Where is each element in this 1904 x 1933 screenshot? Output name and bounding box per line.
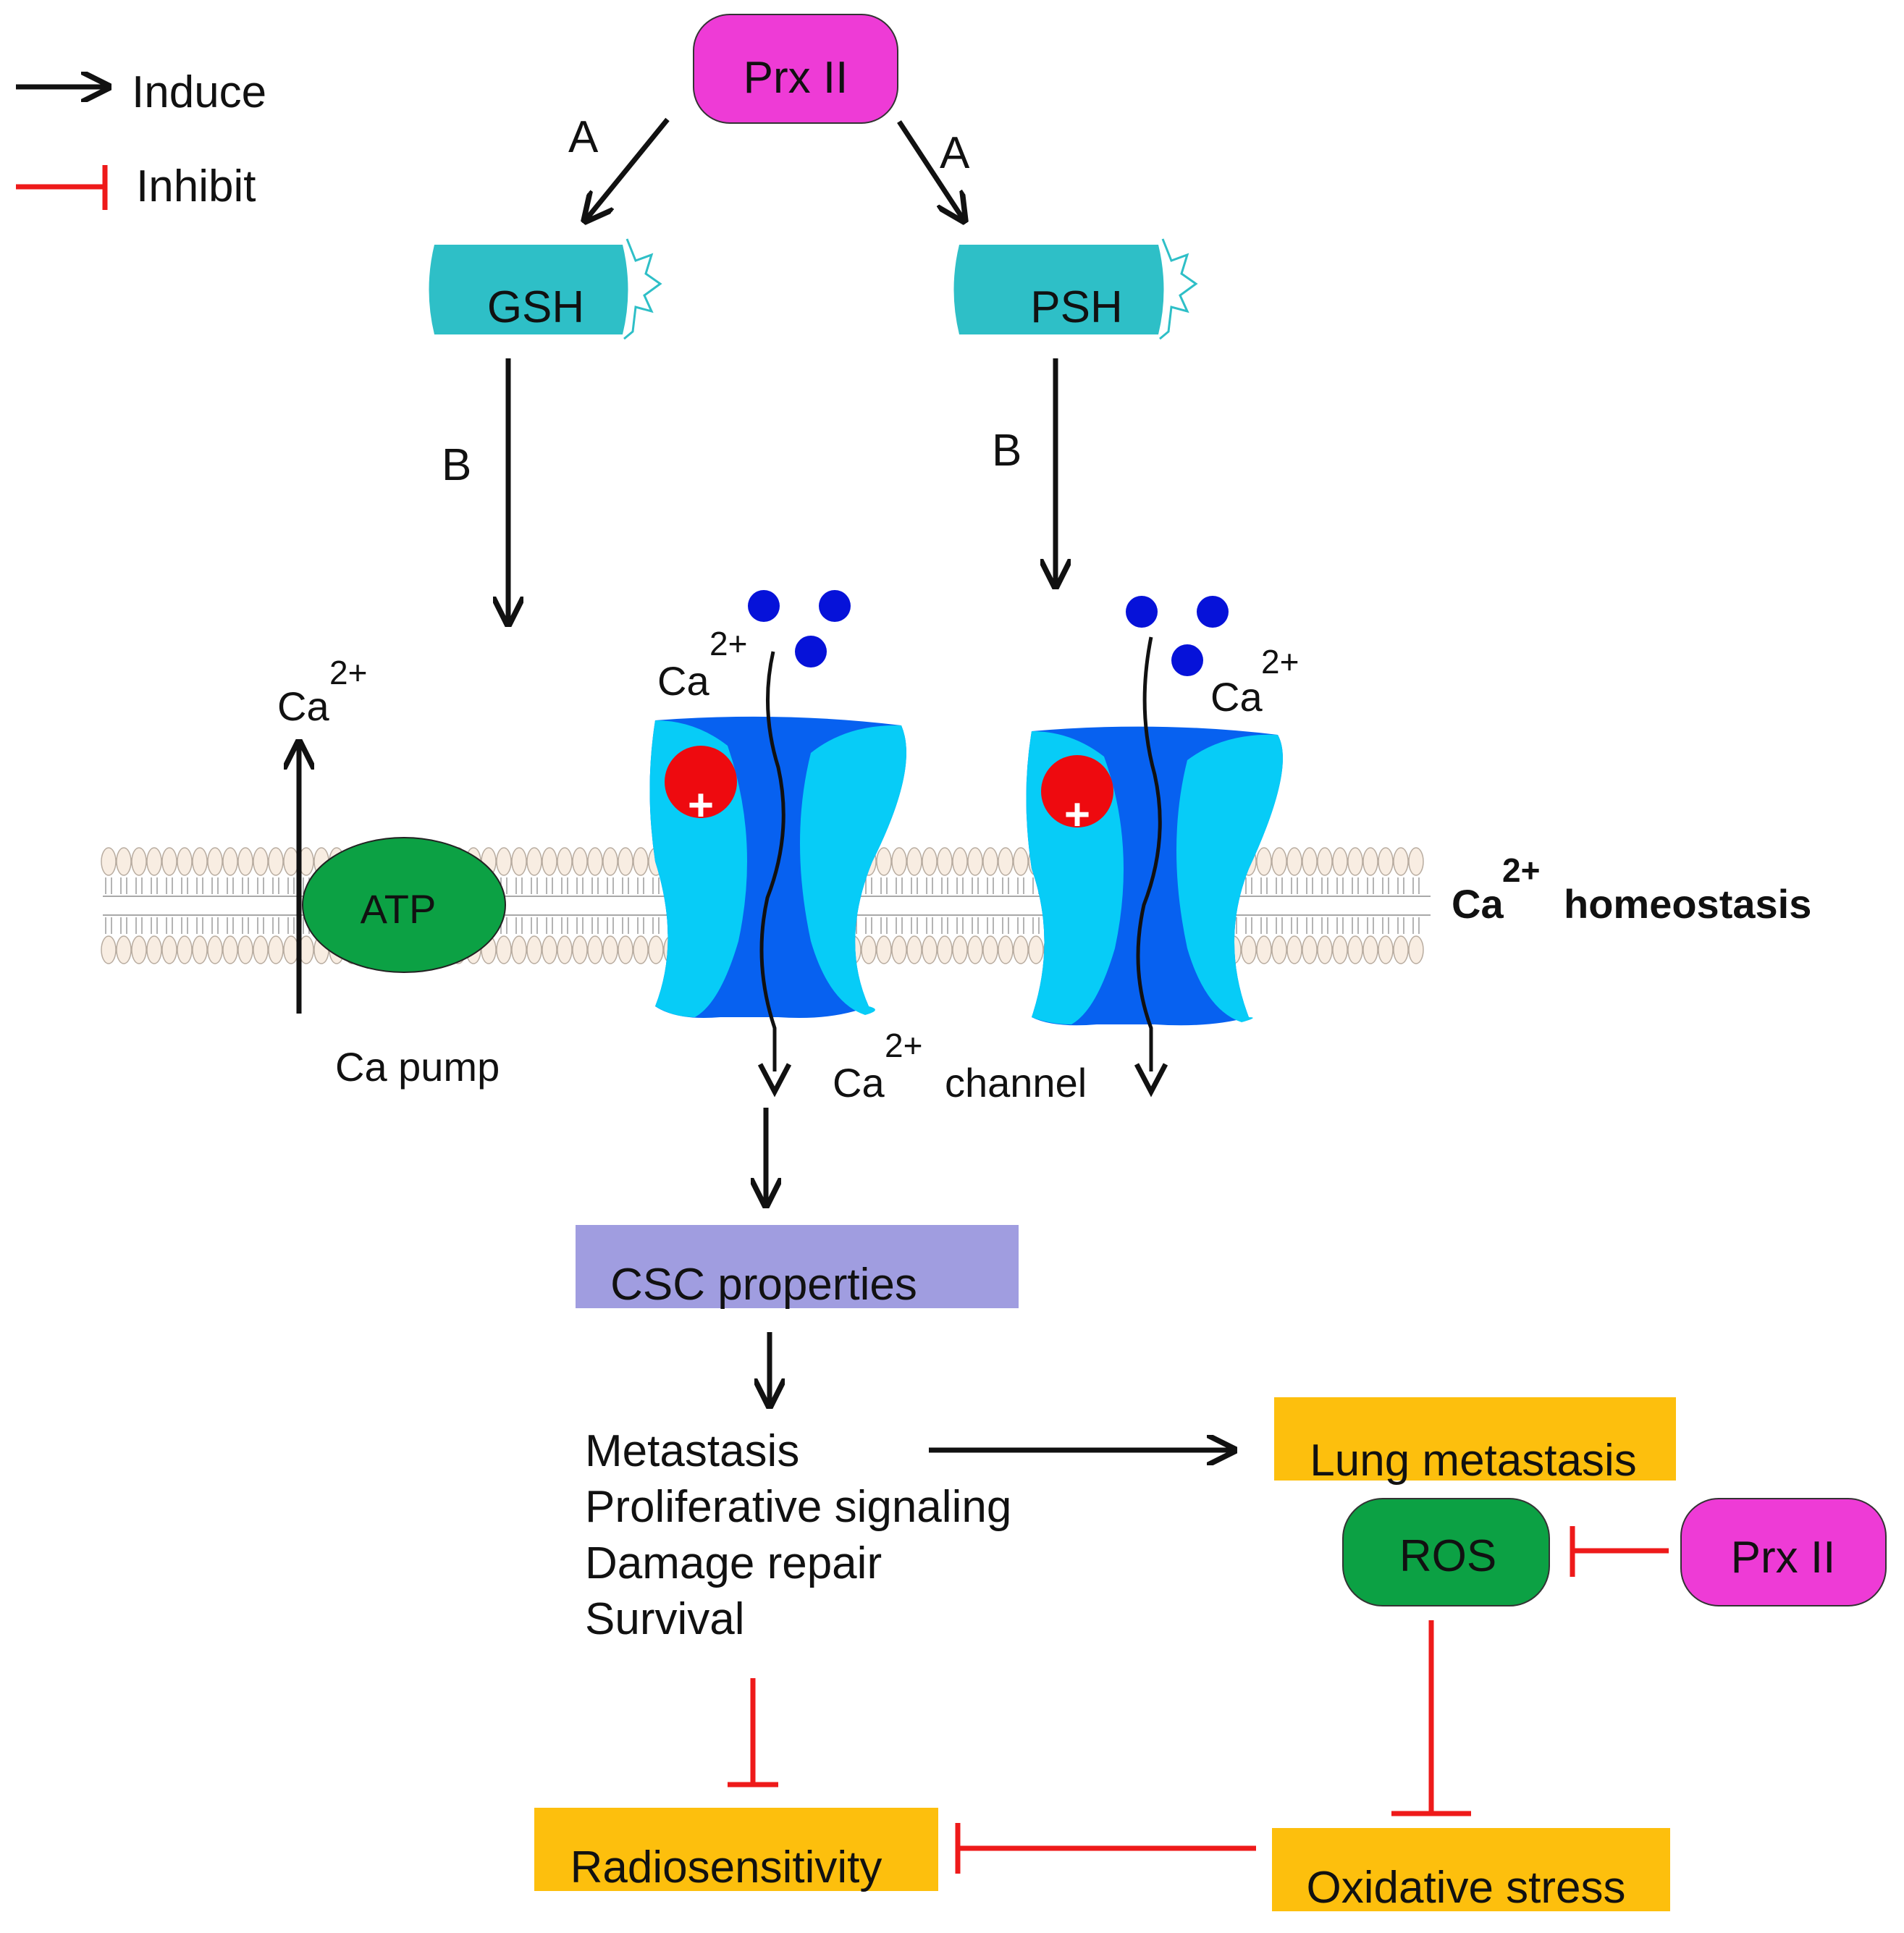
ca-ion-label-left: Ca 2+	[657, 625, 747, 704]
positive-charge-icon-left	[665, 746, 737, 818]
svg-text:Lung metastasis: Lung metastasis	[1310, 1436, 1636, 1486]
lung-metastasis-box: Lung metastasis	[1274, 1397, 1676, 1486]
edge-label-b-right: B	[992, 426, 1021, 476]
svg-text:channel: channel	[945, 1060, 1087, 1106]
psh-node: PSH	[953, 238, 1198, 340]
svg-text:ROS: ROS	[1399, 1531, 1496, 1581]
svg-text:2+: 2+	[1261, 643, 1299, 681]
svg-text:2+: 2+	[709, 625, 747, 662]
ros-node: ROS	[1342, 1498, 1550, 1606]
ca-ion-label-pump: Ca 2+	[277, 654, 367, 729]
outcome-list: Metastasis Proliferative signaling Damag…	[585, 1426, 1011, 1644]
ca-channel-left: +	[649, 651, 906, 1098]
legend: Induce Inhibit	[16, 67, 266, 211]
svg-text:2+: 2+	[885, 1027, 922, 1064]
svg-text:+: +	[688, 780, 714, 830]
prx-ii-node-right: Prx II	[1680, 1498, 1887, 1606]
atp-node: ATP	[302, 837, 506, 973]
psh-burst-icon	[1159, 238, 1198, 340]
svg-text:Ca: Ca	[1210, 674, 1263, 720]
svg-text:GSH: GSH	[487, 282, 584, 332]
svg-text:2+: 2+	[1502, 851, 1540, 889]
csc-properties-box: CSC properties	[576, 1225, 1019, 1310]
svg-text:Prx II: Prx II	[744, 53, 848, 103]
prx-ii-node-top: Prx II	[693, 14, 898, 124]
svg-text:2+: 2+	[329, 654, 367, 691]
svg-text:Ca: Ca	[833, 1060, 885, 1106]
outcome-item: Damage repair	[585, 1538, 882, 1588]
ion-path-left	[759, 651, 785, 1071]
outcome-item: Proliferative signaling	[585, 1482, 1011, 1532]
outcome-item: Metastasis	[585, 1426, 799, 1476]
ca-pump-label: Ca pump	[335, 1044, 500, 1090]
svg-text:Prx II: Prx II	[1731, 1533, 1836, 1583]
ca-ions-right	[1126, 596, 1229, 676]
inhibit-outcomes-to-radiosensitivity	[728, 1678, 778, 1787]
ca-ion-label-right: Ca 2+	[1210, 643, 1299, 720]
inhibit-prx-to-ros	[1570, 1526, 1669, 1577]
svg-text:Oxidative stress: Oxidative stress	[1306, 1863, 1625, 1913]
gsh-node: GSH	[429, 238, 662, 340]
svg-text:Radiosensitivity: Radiosensitivity	[570, 1843, 883, 1892]
ca-homeostasis-label: Ca 2+ homeostasis	[1452, 851, 1811, 927]
legend-induce-label: Induce	[132, 67, 266, 117]
oxidative-stress-box: Oxidative stress	[1272, 1828, 1670, 1913]
inhibit-oxidative-stress-to-radiosensitivity	[955, 1823, 1256, 1874]
svg-text:Ca: Ca	[277, 683, 329, 729]
outcome-item: Survival	[585, 1594, 745, 1644]
svg-text:PSH: PSH	[1030, 282, 1122, 332]
legend-inhibit-label: Inhibit	[136, 161, 256, 211]
ca-ions-left	[748, 590, 851, 668]
ca-channel-right: +	[1026, 636, 1283, 1098]
ca-channel-label: Ca 2+ channel	[833, 1027, 1087, 1106]
arrow-prx-to-psh	[897, 120, 964, 221]
legend-inhibit-symbol	[16, 165, 108, 210]
svg-text:homeostasis: homeostasis	[1564, 881, 1811, 927]
svg-text:+: +	[1064, 790, 1090, 840]
svg-text:Ca: Ca	[657, 658, 709, 704]
edge-label-a-left: A	[568, 112, 599, 162]
svg-text:Ca: Ca	[1452, 881, 1504, 927]
svg-text:ATP: ATP	[361, 886, 437, 932]
svg-text:CSC properties: CSC properties	[610, 1260, 917, 1310]
arrow-prx-to-gsh	[585, 117, 670, 221]
edge-label-b-left: B	[442, 440, 471, 490]
edge-label-a-right: A	[940, 128, 970, 178]
gsh-burst-icon	[623, 238, 662, 340]
positive-charge-icon-right	[1041, 755, 1113, 827]
inhibit-ros-to-oxidative-stress	[1391, 1620, 1471, 1816]
radiosensitivity-box: Radiosensitivity	[534, 1808, 938, 1892]
ion-path-right	[1136, 636, 1162, 1071]
